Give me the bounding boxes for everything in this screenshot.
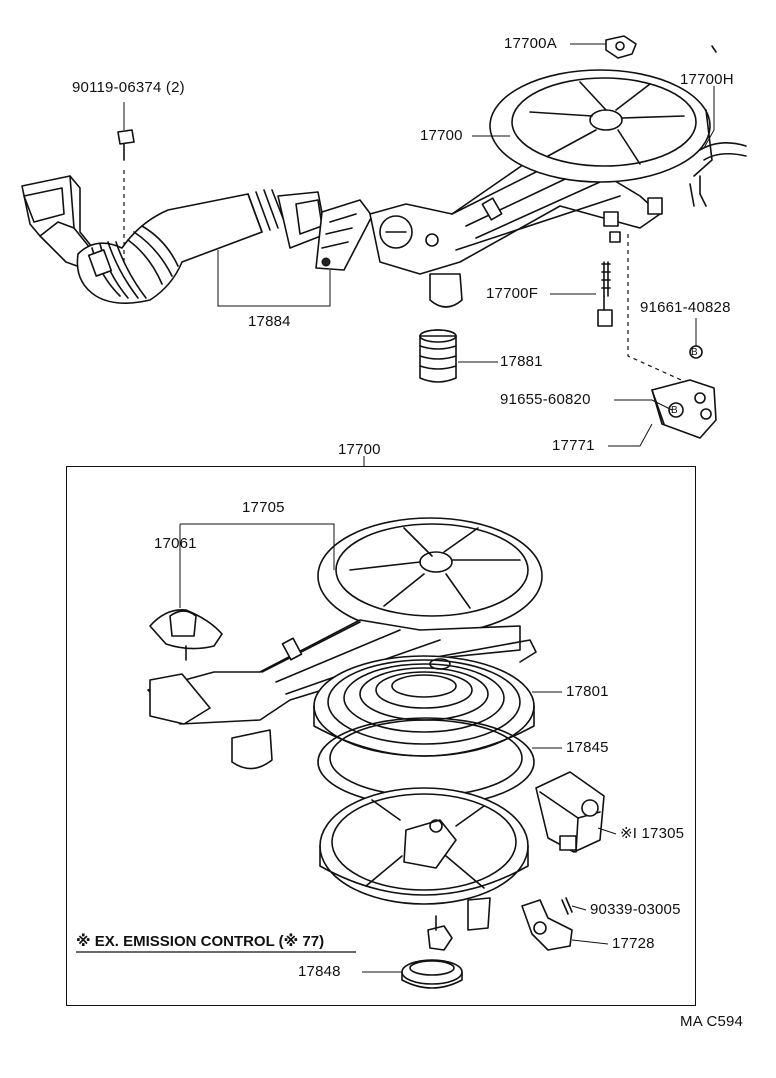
sensor-17305	[535, 771, 605, 853]
valve-17061	[149, 609, 223, 661]
label-17848: 17848	[298, 963, 341, 980]
leader-lines-top	[123, 43, 715, 447]
label-17845: 17845	[566, 739, 609, 756]
label-17700A: 17700A	[504, 35, 557, 52]
leader-lines-box	[179, 456, 617, 973]
rubber-boot-17881	[419, 329, 457, 383]
label-17705: 17705	[242, 499, 285, 516]
exploded-view-frame	[66, 466, 696, 1006]
air-cleaner-cap-17705	[147, 517, 543, 770]
intake-elbow-duct	[21, 175, 97, 271]
note-underline	[76, 951, 356, 953]
label-90119-06374: 90119-06374 (2)	[72, 79, 185, 96]
label-91661-40828: 91661-40828	[640, 299, 731, 316]
marker-b-upper: B	[691, 347, 698, 358]
filter-element-17801	[313, 655, 535, 757]
emission-control-note: ※ EX. EMISSION CONTROL (※ 77)	[76, 933, 325, 950]
label-17700H: 17700H	[680, 71, 734, 88]
air-cleaner-case	[319, 787, 529, 931]
label-17881: 17881	[500, 353, 543, 370]
clip-17700A	[605, 35, 637, 59]
hose-connector	[315, 199, 373, 271]
stud-17700F	[597, 234, 691, 385]
label-17771: 17771	[552, 437, 595, 454]
bolt-90119	[117, 129, 135, 262]
catalog-code: MA C594	[680, 1013, 744, 1030]
seal-17848	[401, 915, 463, 989]
label-91655-60820: 91655-60820	[500, 391, 591, 408]
label-17728: 17728	[612, 935, 655, 952]
label-17700F: 17700F	[486, 285, 539, 302]
air-cleaner-top-assembly	[369, 45, 747, 308]
air-intake-hose	[76, 189, 327, 304]
marker-b-lower: B	[671, 405, 678, 416]
label-90339-03005: 90339-03005	[590, 901, 681, 918]
valve-17728	[521, 897, 573, 951]
label-17700-top: 17700	[420, 127, 463, 144]
label-17801: 17801	[566, 683, 609, 700]
label-17700-box: 17700	[338, 441, 381, 458]
label-17305: ※I 17305	[620, 825, 685, 842]
label-17884: 17884	[248, 313, 291, 330]
bracket-17771	[651, 345, 717, 439]
label-17061: 17061	[154, 535, 197, 552]
